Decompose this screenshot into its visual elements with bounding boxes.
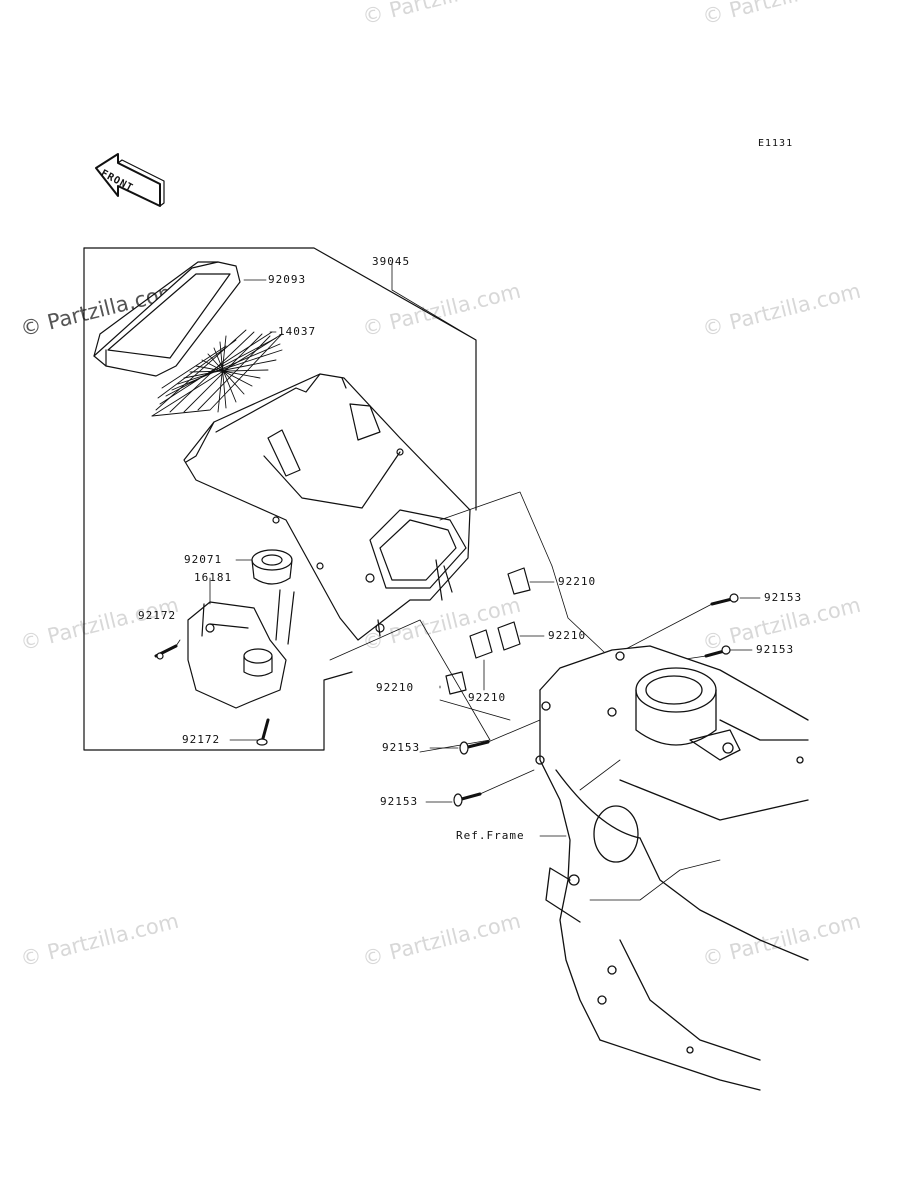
part-label-92153-c: 92153 [382, 741, 421, 754]
clip-92210-c [469, 629, 493, 659]
part-label-92153-d: 92153 [380, 795, 419, 808]
part-label-16181: 16181 [194, 571, 233, 584]
clip-92210-d [445, 671, 467, 695]
part-label-92210-c: 92210 [468, 691, 507, 704]
clip-92210-b [497, 621, 521, 651]
intake-duct-body [183, 373, 471, 641]
frame-reference [535, 645, 809, 1091]
duct-trim-92093 [93, 261, 241, 377]
part-label-92210-d: 92210 [376, 681, 415, 694]
part-label-92172-left: 92172 [138, 609, 177, 622]
part-label-39045: 39045 [372, 255, 411, 268]
bolt-92153-b [704, 645, 731, 658]
bolt-92153-c [459, 740, 490, 755]
bolt-92153-d [453, 792, 482, 807]
clip-92210-a [507, 567, 531, 595]
screw-92172-bottom [256, 718, 270, 746]
bolt-92153-a [710, 593, 739, 606]
part-label-92153-a: 92153 [764, 591, 803, 604]
grommet-92071 [251, 549, 293, 585]
resonator-box-16181 [187, 589, 295, 709]
front-arrow-icon [95, 153, 165, 207]
mesh-14037 [151, 329, 283, 417]
part-label-92071: 92071 [184, 553, 223, 566]
part-label-92210-a: 92210 [558, 575, 597, 588]
screw-92172-left [154, 644, 178, 660]
part-label-92153-b: 92153 [756, 643, 795, 656]
part-label-92172-bottom: 92172 [182, 733, 221, 746]
part-label-14037: 14037 [278, 325, 317, 338]
diagram-code: E1131 [758, 138, 794, 149]
part-label-92210-b: 92210 [548, 629, 587, 642]
part-label-92093: 92093 [268, 273, 307, 286]
ref-frame-label: Ref.Frame [456, 829, 525, 842]
